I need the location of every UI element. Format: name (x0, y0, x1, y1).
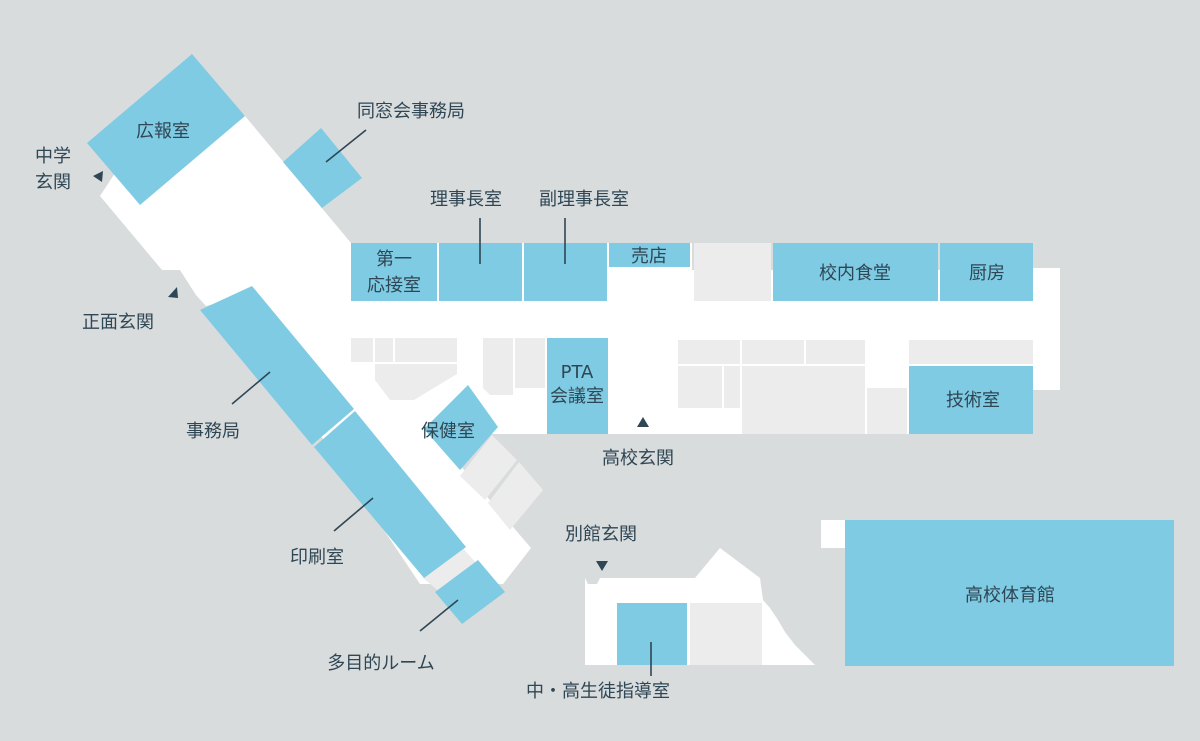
label-taiikukan: 高校体育館 (965, 585, 1055, 606)
label-fukurijicho: 副理事長室 (539, 189, 629, 210)
entrance-marker-shomen (168, 287, 178, 298)
label-koko: 高校玄関 (602, 448, 674, 469)
leader-tamokuteki (419, 599, 459, 632)
storage-room (694, 243, 771, 301)
leader-dosokai (325, 129, 367, 163)
label-daiichi-2: 応接室 (367, 275, 421, 296)
classroom-block (678, 340, 1033, 434)
small-rooms-left (351, 338, 545, 400)
room-gijutsu[interactable] (909, 366, 1033, 434)
entrance-marker-bekkan (596, 561, 608, 571)
leader-jimukyoku (231, 371, 271, 405)
label-jimukyoku: 事務局 (186, 421, 240, 442)
label-bekkan: 別館玄関 (565, 524, 637, 545)
label-daiichi-1: 第一 (376, 249, 412, 270)
room-taiikukan[interactable] (845, 520, 1174, 666)
label-insatsu: 印刷室 (290, 547, 344, 568)
label-pta-1: PTA (561, 362, 594, 383)
room-baiten[interactable] (609, 243, 690, 267)
room-shokudo[interactable] (773, 243, 938, 301)
gym-entrance-area (821, 520, 845, 548)
entrance-marker-chugaku (93, 171, 103, 182)
diagonal-wing-corridor (100, 56, 531, 584)
entrance-marker-koko (637, 417, 649, 427)
label-shido: 中・高生徒指導室 (526, 681, 670, 702)
room-tamokuteki[interactable] (435, 560, 505, 624)
room-dosokai[interactable] (283, 128, 362, 208)
room-insatsu[interactable] (314, 411, 466, 578)
room-daiichi-oosetsu[interactable] (351, 243, 437, 301)
label-koho: 広報室 (136, 121, 190, 142)
label-chugaku-2: 玄関 (35, 172, 71, 193)
label-hoken: 保健室 (421, 421, 475, 442)
room-chubo[interactable] (940, 243, 1033, 301)
label-chubo: 厨房 (969, 263, 1005, 284)
label-pta-2: 会議室 (550, 386, 604, 407)
room-jimukyoku[interactable] (200, 286, 354, 445)
label-tamokuteki: 多目的ルーム (327, 653, 434, 674)
label-chugaku-1: 中学 (35, 146, 71, 167)
label-dosokai: 同窓会事務局 (357, 101, 465, 122)
label-shokudo: 校内食堂 (819, 263, 891, 284)
annex-room (690, 603, 762, 665)
room-pta[interactable] (547, 338, 608, 434)
label-shomen: 正面玄関 (82, 312, 154, 333)
small-rooms-diagonal (423, 435, 543, 592)
label-gijutsu: 技術室 (946, 390, 1000, 411)
room-hoken[interactable] (424, 385, 498, 470)
room-koho[interactable] (87, 54, 245, 205)
label-rijicho: 理事長室 (430, 189, 502, 210)
room-shido[interactable] (617, 603, 687, 665)
label-baiten: 売店 (631, 246, 667, 267)
leader-insatsu (333, 497, 374, 532)
